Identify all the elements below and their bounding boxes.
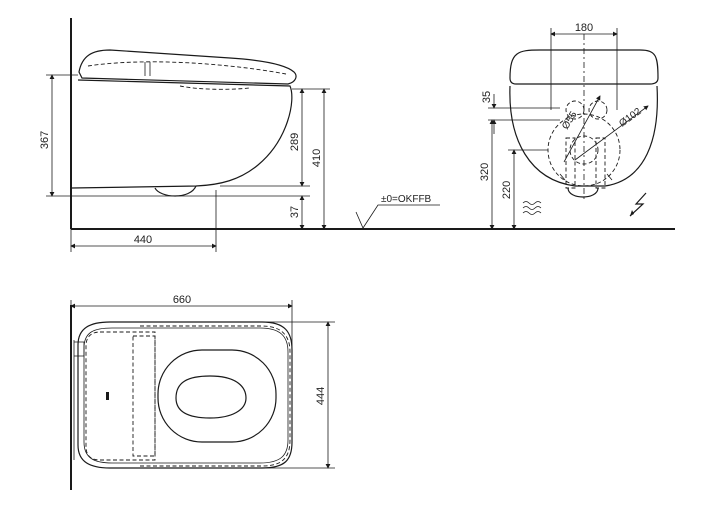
dim-320: 320 xyxy=(479,163,491,181)
dim-444: 444 xyxy=(315,387,327,405)
outlet-curve xyxy=(154,185,197,197)
dim-37: 37 xyxy=(289,206,301,218)
dim-35: 35 xyxy=(481,91,493,103)
dim-410: 410 xyxy=(311,149,323,167)
dim-289: 289 xyxy=(289,133,301,151)
front-bowl xyxy=(509,85,658,187)
toilet-lid xyxy=(78,49,297,85)
dim-367: 367 xyxy=(39,131,51,149)
floor-reference-label: ±0=OKFFB xyxy=(381,194,432,205)
seat-ring xyxy=(157,349,277,443)
bowl-opening xyxy=(175,375,247,419)
floor-reference-mark xyxy=(355,204,440,229)
dim-pipe-102: Ø102 xyxy=(617,106,644,130)
dim-660: 660 xyxy=(173,294,191,306)
dim-220: 220 xyxy=(501,181,513,199)
top-outline xyxy=(77,321,293,469)
front-view: 180 Ø55 Ø102 35 320 220 xyxy=(479,22,659,230)
lid-detail xyxy=(87,61,287,75)
dim-180: 180 xyxy=(575,22,593,34)
electrical-connection-icon xyxy=(629,192,647,217)
side-view: 367 289 410 37 440 ±0=OKFFB xyxy=(39,18,675,252)
toilet-bowl xyxy=(71,79,293,189)
front-seat xyxy=(509,49,659,85)
bowl-inner xyxy=(179,85,251,90)
water-connection-icon xyxy=(522,201,542,215)
top-view: 660 444 xyxy=(70,294,335,490)
dim-pipe-55: Ø55 xyxy=(560,109,580,131)
dim-440: 440 xyxy=(134,234,152,246)
